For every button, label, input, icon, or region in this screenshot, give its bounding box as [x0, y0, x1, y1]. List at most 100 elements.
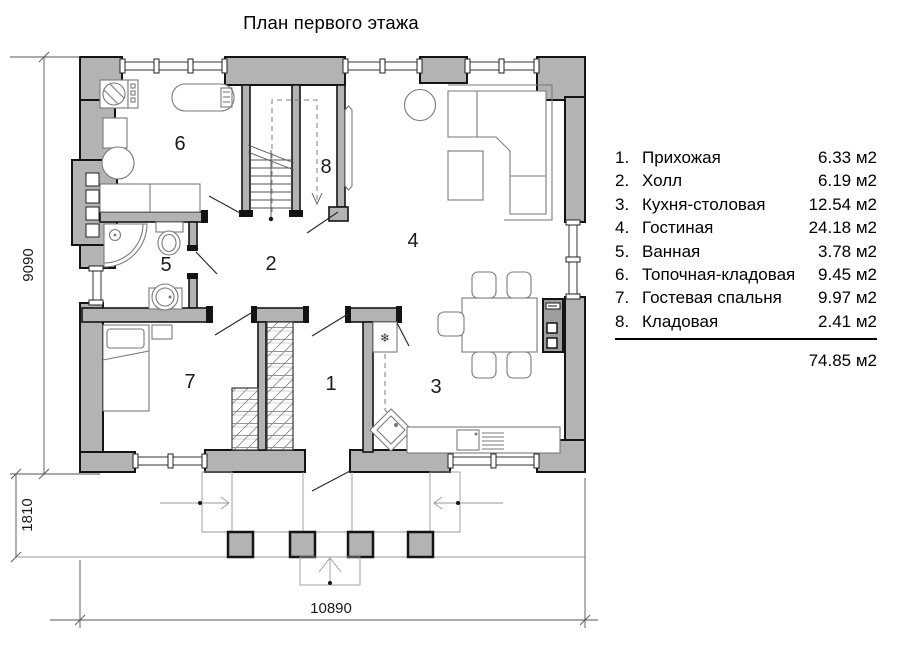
dim-porch-depth: 1810: [19, 498, 36, 531]
door-room-8: [306, 211, 339, 234]
boiler: [171, 83, 235, 112]
room-7-furniture: [102, 324, 173, 412]
fridge-snowflake-icon: ❄: [380, 331, 390, 345]
legend-item-name: Ванная: [642, 241, 701, 261]
room-5-fixtures: [103, 221, 184, 311]
tv-panel: [344, 105, 353, 191]
room-label-6: 6: [174, 133, 185, 155]
door-room-1: [311, 313, 349, 337]
door-room-7: [214, 312, 252, 336]
legend-total: 74.85 м2: [808, 351, 877, 371]
doors: [195, 195, 351, 492]
legend-item: 4. Гостиная 24.18 м2: [615, 216, 877, 239]
legend-item-name: Гостевая спальня: [642, 288, 782, 308]
stair-direction-arrow: [311, 192, 323, 206]
chair: [471, 271, 497, 299]
room-label-4: 4: [407, 230, 418, 252]
fridge: ❄: [372, 321, 410, 353]
porch-columns: [226, 530, 435, 559]
room-label-5: 5: [160, 254, 171, 276]
room-label-7: 7: [184, 371, 195, 393]
coffee-table: [447, 150, 484, 201]
window-right: [565, 219, 581, 300]
room-labels: 1 2 3 4 5 6 7 8: [160, 133, 441, 398]
chair: [506, 271, 532, 299]
legend-item: 1. Прихожая 6.33 м2: [615, 146, 877, 169]
legend-item-number: 8.: [615, 311, 630, 331]
glass-block-window: [85, 172, 100, 238]
legend-item-number: 6.: [615, 265, 630, 285]
legend-item: 8. Кладовая 2.41 м2: [615, 310, 877, 333]
legend-item-number: 3.: [615, 194, 630, 214]
legend-item-area: 12.54 м2: [808, 194, 877, 214]
door-room-6: [208, 195, 241, 214]
dim-height-total: 9090: [20, 248, 37, 281]
wardrobe-hallway: [266, 321, 294, 451]
legend-item-name: Гостиная: [642, 218, 714, 238]
wardrobes: [231, 321, 294, 451]
entry-door: [311, 470, 351, 492]
porch: [16, 471, 585, 586]
shower-cabin: [103, 223, 148, 268]
dim-width-total: 10890: [310, 600, 352, 617]
room-6-furniture: [99, 79, 235, 213]
window-top-1: [119, 58, 228, 74]
legend-item-number: 4.: [615, 218, 630, 238]
window-bottom-2: [447, 453, 540, 469]
round-table: [403, 88, 437, 122]
dining-set: [437, 271, 538, 379]
room-legend: 1. Прихожая 6.33 м2 2. Холл 6.19 м2 3. К…: [615, 146, 877, 373]
legend-item-number: 5.: [615, 241, 630, 261]
legend-item-name: Прихожая: [642, 148, 721, 167]
fireplace-unit: [542, 298, 564, 353]
window-bottom-1: [132, 453, 208, 469]
entrance-step: [299, 556, 361, 586]
washbasin: [148, 283, 183, 311]
legend-item-area: 24.18 м2: [808, 218, 877, 238]
legend-item-area: 9.97 м2: [818, 288, 877, 308]
corner-sofa: [447, 84, 553, 221]
room-label-8: 8: [320, 156, 331, 178]
legend-item: 5. Ванная 3.78 м2: [615, 240, 877, 263]
legend-item-area: 3.78 м2: [818, 241, 877, 261]
legend-item-area: 9.45 м2: [818, 265, 877, 285]
legend-item-name: Холл: [642, 171, 683, 191]
legend-item-name: Кладовая: [642, 311, 719, 331]
room-label-2: 2: [265, 253, 276, 275]
window-top-2: [342, 58, 423, 74]
chair: [471, 351, 497, 379]
legend-separator: [615, 338, 877, 341]
legend-item-area: 6.19 м2: [818, 171, 877, 191]
legend-item-area: 2.41 м2: [818, 311, 877, 331]
bed: [102, 324, 150, 412]
windows: [88, 58, 581, 469]
legend-item-name: Кухня-столовая: [642, 194, 766, 214]
kitchen-counter: [406, 426, 561, 454]
window-left: [88, 265, 104, 306]
legend-item: 2. Холл 6.19 м2: [615, 169, 877, 192]
room-label-3: 3: [430, 376, 441, 398]
legend-item-number: 7.: [615, 288, 630, 308]
legend-item-number: 2.: [615, 171, 630, 191]
legend-item-area: 6.33 м2: [818, 148, 877, 167]
corner-sink: [369, 408, 413, 452]
stair-opening-dashed: [271, 99, 318, 212]
legend-item-name: Топочная-кладовая: [642, 265, 796, 285]
wall-end-block: [328, 206, 349, 222]
page-title: План первого этажа: [243, 12, 419, 33]
toilet: [155, 221, 184, 256]
room-4-furniture: [344, 84, 553, 221]
cabinet: [102, 117, 128, 149]
nightstand: [151, 324, 173, 340]
dining-table: [461, 297, 538, 353]
porch-step-right: [429, 471, 461, 533]
counter: [99, 183, 201, 213]
legend-item: 7. Гостевая спальня 9.97 м2: [615, 286, 877, 309]
legend-total-row: 74.85 м2: [615, 349, 877, 372]
wardrobe-bedroom: [231, 387, 259, 451]
chair: [506, 351, 532, 379]
room-label-1: 1: [325, 373, 336, 395]
dimension-lines: [10, 51, 598, 628]
water-tank: [101, 146, 135, 180]
